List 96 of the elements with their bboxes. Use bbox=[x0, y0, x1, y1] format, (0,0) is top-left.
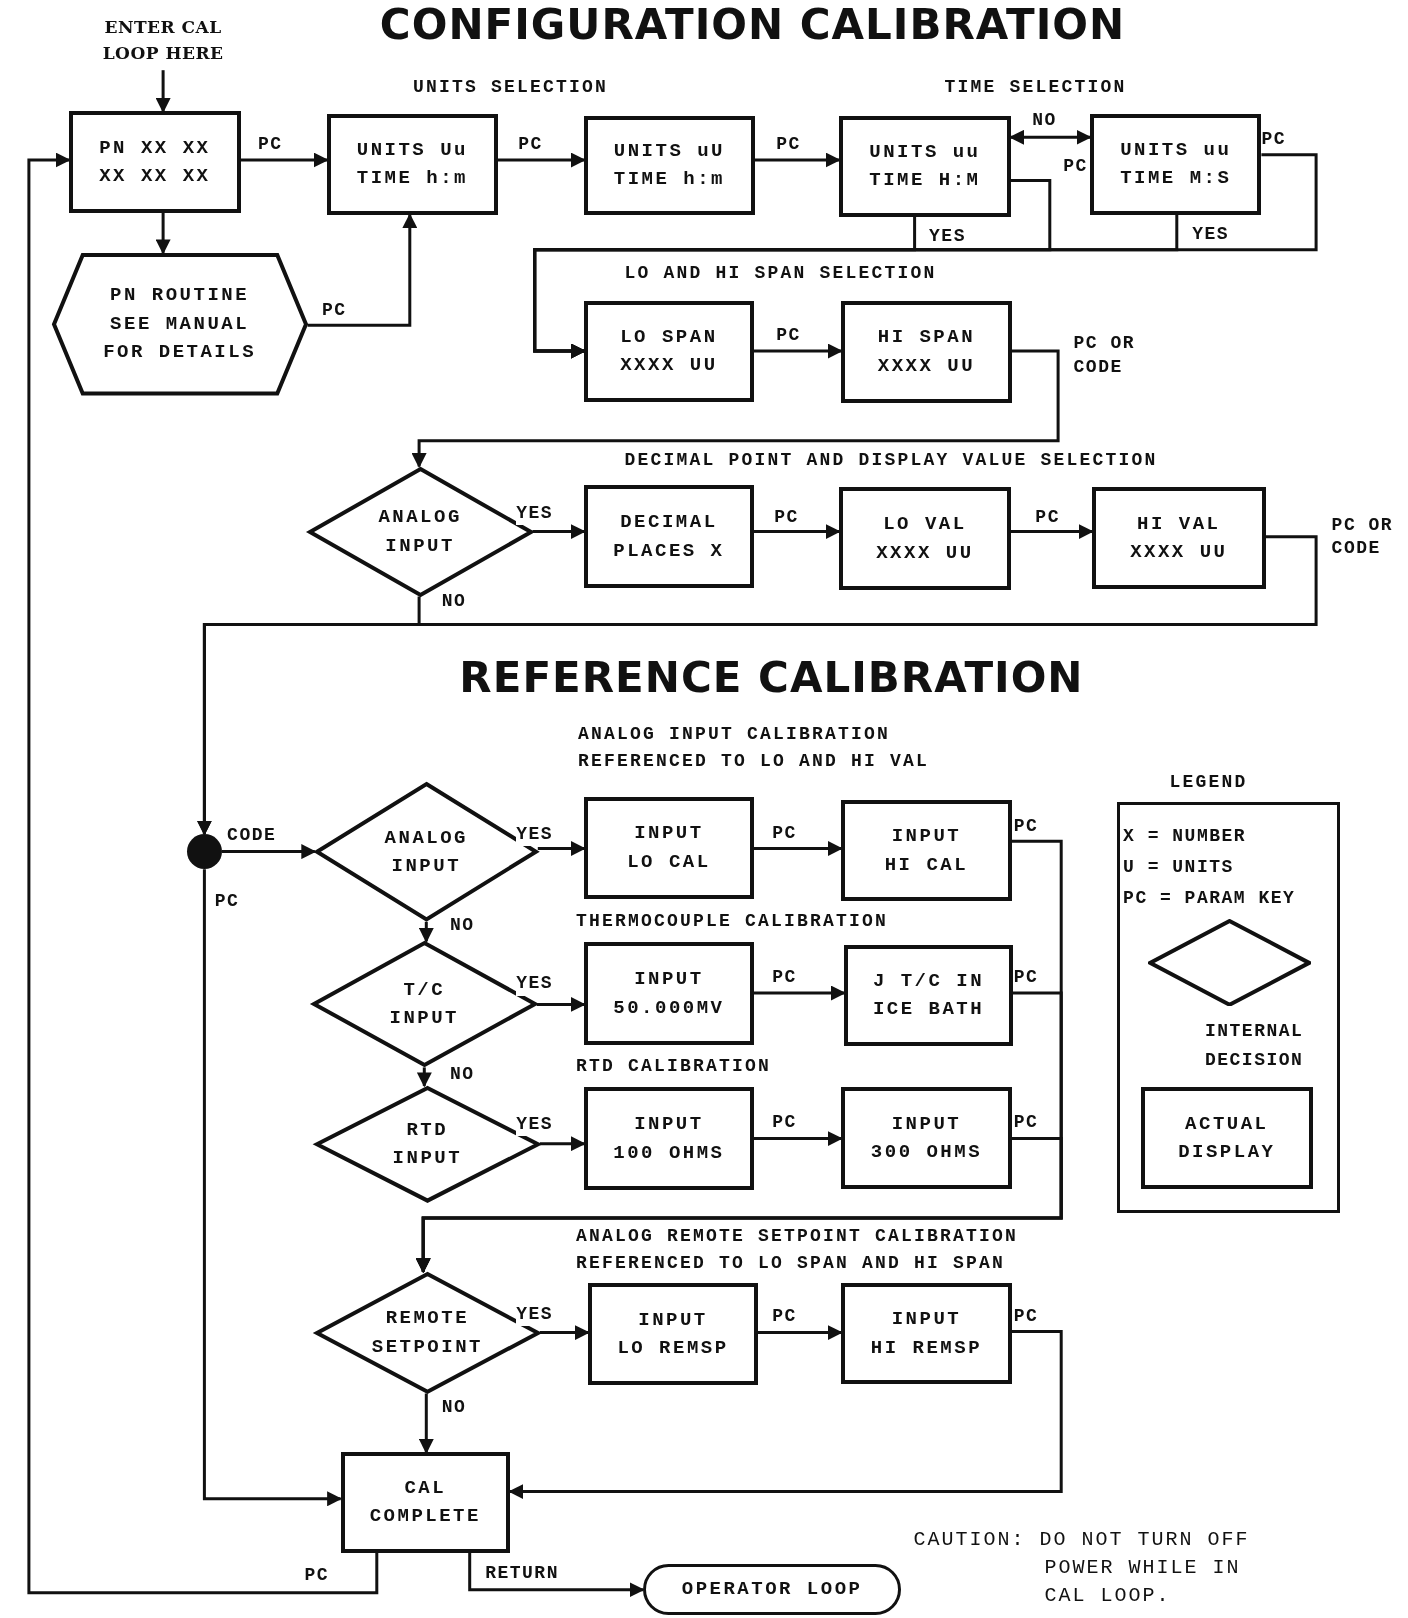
flow-arrow bbox=[418, 921, 434, 943]
display-text: UNITS uU TIME h:m bbox=[613, 138, 725, 193]
display-box bbox=[839, 487, 1011, 591]
display-box bbox=[1090, 113, 1262, 215]
flow-arrow bbox=[753, 1131, 843, 1147]
display-text: PN XX XX XX XX XX bbox=[99, 135, 211, 190]
display-box bbox=[588, 1283, 758, 1386]
flow-arrow bbox=[196, 596, 421, 836]
flow-arrow bbox=[539, 1325, 590, 1341]
decision-text: ANALOG INPUT bbox=[378, 505, 462, 559]
flow-arrow bbox=[537, 841, 586, 856]
display-box bbox=[340, 1452, 510, 1553]
routine-hexagon bbox=[51, 252, 308, 396]
flow-arrow bbox=[221, 844, 317, 860]
display-text: HI SPAN XXXX UU bbox=[877, 325, 976, 379]
section-label: LEGEND bbox=[1169, 771, 1248, 795]
display-text: INPUT 300 OHMS bbox=[870, 1111, 983, 1166]
flow-arrow bbox=[533, 153, 1318, 359]
flow-arrow bbox=[27, 152, 379, 1595]
flow-arrow bbox=[240, 152, 329, 168]
display-text: UNITS uu TIME H:M bbox=[869, 139, 981, 194]
display-box bbox=[69, 111, 241, 213]
display-text: UNITS uu TIME M:S bbox=[1120, 137, 1232, 192]
display-text: LO SPAN XXXX UU bbox=[620, 324, 718, 379]
section-label: ANALOG REMOTE SETPOINT CALIBRATION REFERENCED TO LO SPAN AND HI SPAN bbox=[576, 1225, 1020, 1276]
display-text: DECIMAL PLACES X bbox=[613, 510, 725, 564]
display-box bbox=[1092, 487, 1266, 590]
display-text: INPUT HI REMSP bbox=[870, 1307, 983, 1361]
display-text: LO VAL XXXX UU bbox=[876, 512, 974, 566]
caution-note: CAUTION: DO NOT TURN OFF POWER WHILE IN CAL LOOP. bbox=[913, 1526, 1251, 1609]
display-text: J T/C IN ICE BATH bbox=[872, 968, 985, 1023]
display-box bbox=[584, 1086, 754, 1191]
display-text: UNITS Uu TIME h:m bbox=[356, 137, 468, 192]
decision-text: ANALOG INPUT bbox=[384, 825, 468, 880]
display-box bbox=[584, 485, 754, 589]
flow-arrow bbox=[753, 985, 846, 1001]
flow-arrow bbox=[753, 343, 843, 359]
flow-arrow bbox=[757, 1325, 843, 1341]
section-label: DECIMAL POINT AND DISPLAY VALUE SELECTION bbox=[624, 448, 1158, 472]
terminator-text: OPERATOR LOOP bbox=[681, 1577, 863, 1603]
flow-arrow bbox=[536, 996, 586, 1012]
legend-definition: PC = PARAM KEY bbox=[1123, 886, 1296, 910]
flow-arrow bbox=[497, 152, 586, 168]
display-box bbox=[327, 113, 498, 215]
section-label: RTD CALIBRATION bbox=[576, 1054, 772, 1078]
flow-arrow bbox=[753, 524, 841, 540]
legend-text: ACTUAL DISPLAY bbox=[1178, 1111, 1276, 1166]
junction-dot bbox=[186, 834, 222, 870]
flow-arrow bbox=[418, 1393, 434, 1454]
terminator-shape bbox=[643, 1563, 902, 1616]
display-box bbox=[841, 301, 1012, 403]
flow-arrow bbox=[155, 212, 171, 255]
flow-arrow bbox=[307, 213, 418, 327]
flow-arrow bbox=[754, 152, 841, 168]
section-label: LO AND HI SPAN SELECTION bbox=[624, 262, 937, 286]
section-label: THERMOCOUPLE CALIBRATION bbox=[576, 910, 889, 934]
display-box bbox=[841, 800, 1012, 902]
flow-arrow bbox=[468, 1552, 645, 1598]
legend-definition: U = UNITS bbox=[1123, 855, 1234, 879]
section-label: UNITS SELECTION bbox=[412, 76, 608, 100]
flow-arrow bbox=[155, 70, 171, 113]
display-text: CAL COMPLETE bbox=[369, 1475, 481, 1530]
display-box bbox=[844, 944, 1013, 1046]
routine-text: PN ROUTINE SEE MANUAL FOR DETAILS bbox=[103, 283, 257, 366]
section-title: REFERENCE CALIBRATION bbox=[459, 652, 1084, 705]
display-text: HI VAL XXXX UU bbox=[1130, 511, 1228, 566]
diagram-title: CONFIGURATION CALIBRATION bbox=[379, 0, 1126, 49]
display-text: INPUT LO CAL bbox=[627, 821, 711, 875]
flow-arrow bbox=[416, 1067, 432, 1088]
decision-text: REMOTE SETPOINT bbox=[371, 1306, 483, 1360]
flow-arrow bbox=[415, 1137, 1063, 1274]
display-box bbox=[839, 115, 1011, 217]
legend-text: INTERNAL DECISION bbox=[1203, 1019, 1305, 1072]
legend-definition: X = NUMBER bbox=[1123, 824, 1247, 848]
flow-arrow bbox=[753, 841, 843, 856]
flow-arrow bbox=[1009, 129, 1092, 145]
flow-arrow bbox=[508, 1330, 1063, 1500]
entry-note: ENTER CAL LOOP HERE bbox=[90, 10, 236, 71]
decision-text: RTD INPUT bbox=[392, 1117, 463, 1172]
display-box bbox=[841, 1086, 1012, 1190]
flow-arrow bbox=[411, 349, 1060, 469]
section-label: ANALOG INPUT CALIBRATION REFERENCED TO LO AND HI VAL bbox=[578, 722, 931, 773]
display-box bbox=[584, 115, 755, 215]
display-box bbox=[584, 942, 754, 1045]
display-box bbox=[584, 796, 754, 900]
flow-arrow bbox=[532, 524, 586, 540]
display-box bbox=[584, 301, 754, 402]
flow-arrow bbox=[539, 1136, 586, 1152]
display-text: INPUT 100 OHMS bbox=[613, 1112, 725, 1166]
section-label: TIME SELECTION bbox=[944, 76, 1127, 100]
decision-text: T/C INPUT bbox=[389, 977, 459, 1032]
display-text: INPUT HI CAL bbox=[884, 824, 969, 878]
flow-arrow bbox=[1010, 524, 1094, 540]
display-text: INPUT 50.000MV bbox=[613, 967, 725, 1021]
display-box bbox=[841, 1283, 1012, 1385]
display-text: INPUT LO REMSP bbox=[617, 1307, 729, 1362]
